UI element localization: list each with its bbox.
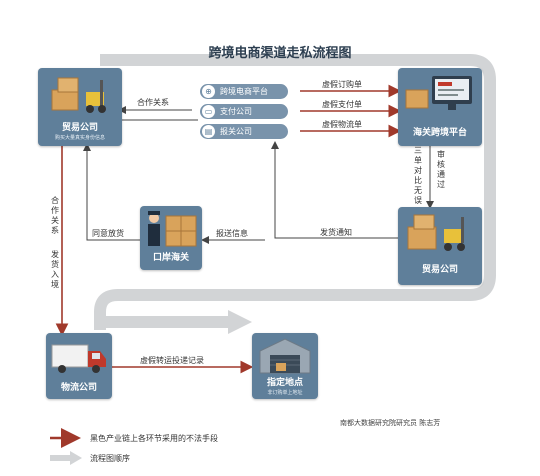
- edge-label-fake-transfer: 虚假转运投递记录: [140, 356, 204, 365]
- platform-payment-label: 支付公司: [220, 107, 252, 116]
- node-trade-company-top-sub: 购买大量真实身份信息: [54, 135, 105, 141]
- platform-customs-broker-label: 报关公司: [220, 127, 252, 136]
- edge-label-release: 同意放货: [92, 229, 124, 238]
- edge-label-fake-logistics: 虚假物流单: [322, 120, 362, 129]
- node-designated-location: 指定地点 非订购单上地址: [252, 333, 318, 399]
- warehouse-forklift-icon: [407, 214, 465, 251]
- shopping-cart-icon: ⊕: [202, 85, 215, 98]
- edge-label-fake-payment: 虚假支付单: [322, 100, 362, 109]
- edge-label-fake-order: 虚假订购单: [322, 80, 362, 89]
- platform-payment: ▭ 支付公司: [200, 104, 288, 119]
- warehouse-building-icon: [259, 338, 311, 374]
- legend-illegal-label: 黑色产业链上各环节采用的不法手段: [90, 434, 218, 443]
- document-icon: ▤: [202, 125, 215, 138]
- warehouse-forklift-icon: [51, 77, 106, 113]
- edge-shipment-notice: [271, 141, 440, 239]
- flow-order-path: [94, 54, 496, 330]
- node-designated-location-label: 指定地点: [266, 378, 303, 388]
- node-port-customs-label: 口岸海关: [152, 253, 189, 263]
- node-logistics-label: 物流公司: [60, 383, 97, 393]
- customs-officer-icon: [148, 211, 197, 247]
- diagram-title: 跨境电商渠道走私流程图: [208, 46, 352, 61]
- credit-line: 南都大数据研究院研究员 陈志芳: [340, 419, 441, 427]
- node-trade-company-top: 贸易公司 购买大量真实身份信息: [38, 68, 122, 146]
- legend-flow-arrowhead: [70, 451, 82, 465]
- node-logistics: 物流公司: [46, 333, 112, 399]
- delivery-truck-icon: [51, 344, 106, 373]
- node-trade-company-bottom: 贸易公司: [398, 207, 482, 285]
- node-customs-platform-label: 海关跨境平台: [412, 128, 467, 138]
- wallet-icon: ▭: [202, 105, 215, 118]
- computer-boxes-icon: [405, 76, 472, 110]
- edge-label-cooperation-top: 合作关系: [137, 98, 169, 107]
- legend-flow-label: 流程图顺序: [90, 454, 130, 463]
- edge-label-delivery-entry: 发货入境: [51, 250, 59, 289]
- platform-ecommerce: ⊕ 跨境电商平台: [200, 84, 288, 99]
- edge-release: [83, 143, 140, 241]
- edge-label-three-order-match: 三单对比无误: [414, 146, 422, 205]
- node-trade-company-bottom-label: 贸易公司: [421, 265, 458, 275]
- node-trade-company-top-label: 贸易公司: [61, 123, 98, 133]
- node-port-customs: 口岸海关: [140, 206, 202, 270]
- edge-label-cooperation-left: 合作关系: [51, 196, 59, 235]
- node-designated-location-sub: 非订购单上地址: [267, 390, 303, 396]
- edge-label-customs-info: 报送信息: [216, 229, 248, 238]
- edge-label-shipment-notice: 发货通知: [320, 228, 352, 237]
- node-customs-platform: 海关跨境平台: [398, 68, 482, 146]
- flow-order-arrowhead: [228, 310, 252, 334]
- platform-ecommerce-label: 跨境电商平台: [220, 87, 268, 96]
- edge-label-review-pass: 审核通过: [437, 150, 445, 189]
- platform-customs-broker: ▤ 报关公司: [200, 124, 288, 139]
